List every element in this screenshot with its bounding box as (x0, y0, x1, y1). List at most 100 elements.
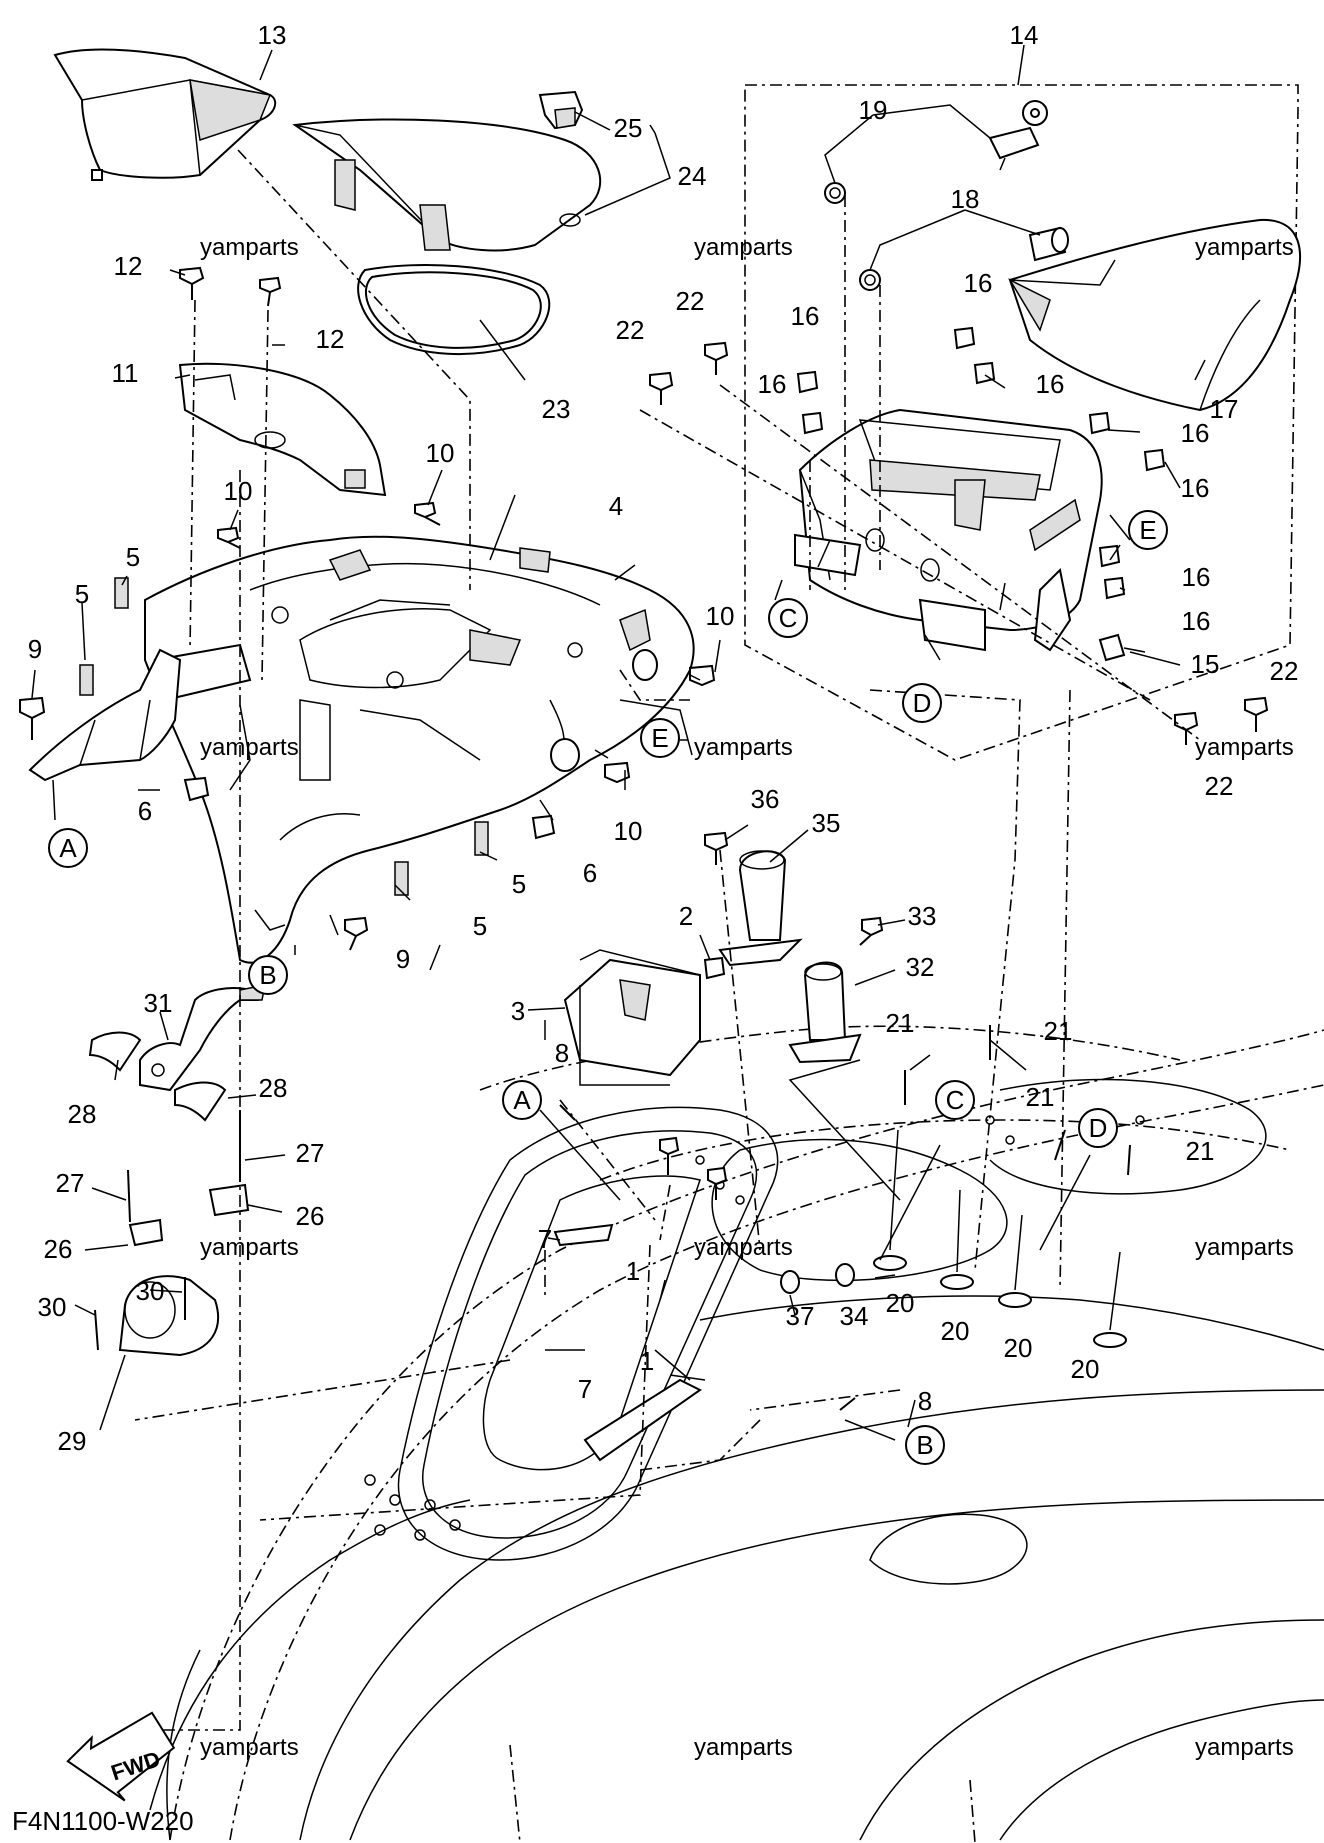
callout-10: 10 (426, 438, 455, 468)
clip-icon (79, 326, 1166, 980)
part-13-cover (53, 48, 277, 181)
callout-22: 22 (1205, 771, 1234, 801)
part-14-assembly-boundary (744, 84, 1299, 761)
callout-16: 16 (964, 268, 993, 298)
callout-18: 18 (951, 184, 980, 214)
watermark: yamparts (200, 234, 299, 261)
ref-marker-d: D (902, 683, 942, 723)
callout-3: 3 (511, 996, 525, 1026)
callout-6: 6 (583, 858, 597, 888)
callout-27: 27 (296, 1138, 325, 1168)
svg-text:E: E (651, 723, 668, 753)
part-32-tube (788, 961, 862, 1064)
part-23-gasket (357, 264, 551, 356)
callout-11: 11 (112, 358, 139, 388)
part-11-panel (178, 362, 387, 497)
callout-22: 22 (616, 315, 645, 345)
watermark: yamparts (200, 1734, 299, 1761)
svg-text:E: E (1139, 515, 1156, 545)
bolt-icon (19, 266, 1269, 1200)
ref-marker-e: E (640, 718, 680, 758)
part-18-bushing (1028, 226, 1069, 262)
callout-2: 2 (679, 901, 693, 931)
callout-5: 5 (75, 579, 89, 609)
callout-35: 35 (812, 808, 841, 838)
callout-28: 28 (68, 1099, 97, 1129)
callout-26: 26 (296, 1201, 325, 1231)
watermark: yamparts (200, 734, 299, 761)
svg-text:A: A (59, 833, 77, 863)
watermark: yamparts (1195, 234, 1294, 261)
left-bracket (28, 648, 182, 782)
ref-marker-e: E (1128, 510, 1168, 550)
ref-marker-b: B (248, 955, 288, 995)
callout-5: 5 (512, 869, 526, 899)
callout-22: 22 (676, 286, 705, 316)
callout-16: 16 (1182, 606, 1211, 636)
callout-16: 16 (1036, 369, 1065, 399)
callout-21: 21 (1044, 1016, 1073, 1046)
callout-16: 16 (758, 369, 787, 399)
callout-16: 16 (791, 301, 820, 331)
callout-8: 8 (555, 1038, 569, 1068)
part-28-pad (88, 1031, 227, 1122)
callout-number-labels: 13 14 19 25 24 18 16 22 22 16 12 12 16 1… (28, 20, 1299, 1456)
svg-text:B: B (259, 960, 276, 990)
callout-28: 28 (259, 1073, 288, 1103)
callout-16: 16 (1181, 418, 1210, 448)
callout-20: 20 (941, 1316, 970, 1346)
part-19-lock-cylinder (988, 100, 1048, 171)
callout-10: 10 (224, 476, 253, 506)
callout-10: 10 (614, 816, 643, 846)
part-17-tray (1008, 218, 1301, 412)
callout-10: 10 (706, 601, 735, 631)
svg-text:D: D (913, 688, 932, 718)
watermark: yamparts (694, 1734, 793, 1761)
svg-text:B: B (916, 1430, 933, 1460)
svg-text:C: C (946, 1085, 965, 1115)
fwd-arrow (66, 1711, 176, 1802)
part-26-bracket (128, 1183, 250, 1247)
callout-22: 22 (1270, 656, 1299, 686)
callout-21: 21 (1186, 1136, 1215, 1166)
callout-20: 20 (886, 1288, 915, 1318)
hull-deck-outline (149, 1025, 1324, 1843)
callout-25: 25 (614, 113, 643, 143)
callout-32: 32 (906, 952, 935, 982)
watermark: yamparts (694, 1234, 793, 1261)
part-24-lid (292, 118, 602, 252)
alignment-lines (134, 149, 1201, 1731)
reference-letter-markers: A B C D E E A C D B (48, 510, 1168, 1465)
ref-marker-a: A (502, 1080, 542, 1120)
callout-17: 17 (1210, 394, 1239, 424)
watermark: yamparts (694, 734, 793, 761)
callout-23: 23 (542, 394, 571, 424)
callout-19: 19 (859, 95, 888, 125)
callout-1: 1 (640, 1346, 654, 1376)
callout-20: 20 (1071, 1354, 1100, 1384)
callout-12: 12 (316, 324, 345, 354)
callout-34: 34 (840, 1301, 869, 1331)
diagram-code: F4N1100-W220 (12, 1806, 194, 1836)
svg-text:A: A (513, 1085, 531, 1115)
part-25-latch (538, 90, 584, 130)
watermark-labels: yamparts yamparts yamparts yamparts yamp… (200, 234, 1294, 1761)
watermark: yamparts (1195, 1234, 1294, 1261)
callout-7: 7 (578, 1374, 592, 1404)
part-3-bin (563, 949, 701, 1077)
callout-37: 37 (786, 1301, 815, 1331)
ref-marker-c: C (768, 598, 808, 638)
part-14-storage-box (794, 408, 1103, 652)
callout-27: 27 (56, 1168, 85, 1198)
callout-5: 5 (473, 911, 487, 941)
watermark: yamparts (1195, 1734, 1294, 1761)
part-15-fastener (1098, 633, 1146, 662)
callout-21: 21 (886, 1008, 915, 1038)
callout-36: 36 (751, 784, 780, 814)
ref-marker-c: C (935, 1080, 975, 1120)
reference-connector-lines (52, 514, 1131, 1441)
callout-16: 16 (1181, 473, 1210, 503)
ref-marker-a: A (48, 828, 88, 868)
callout-31: 31 (144, 988, 173, 1018)
